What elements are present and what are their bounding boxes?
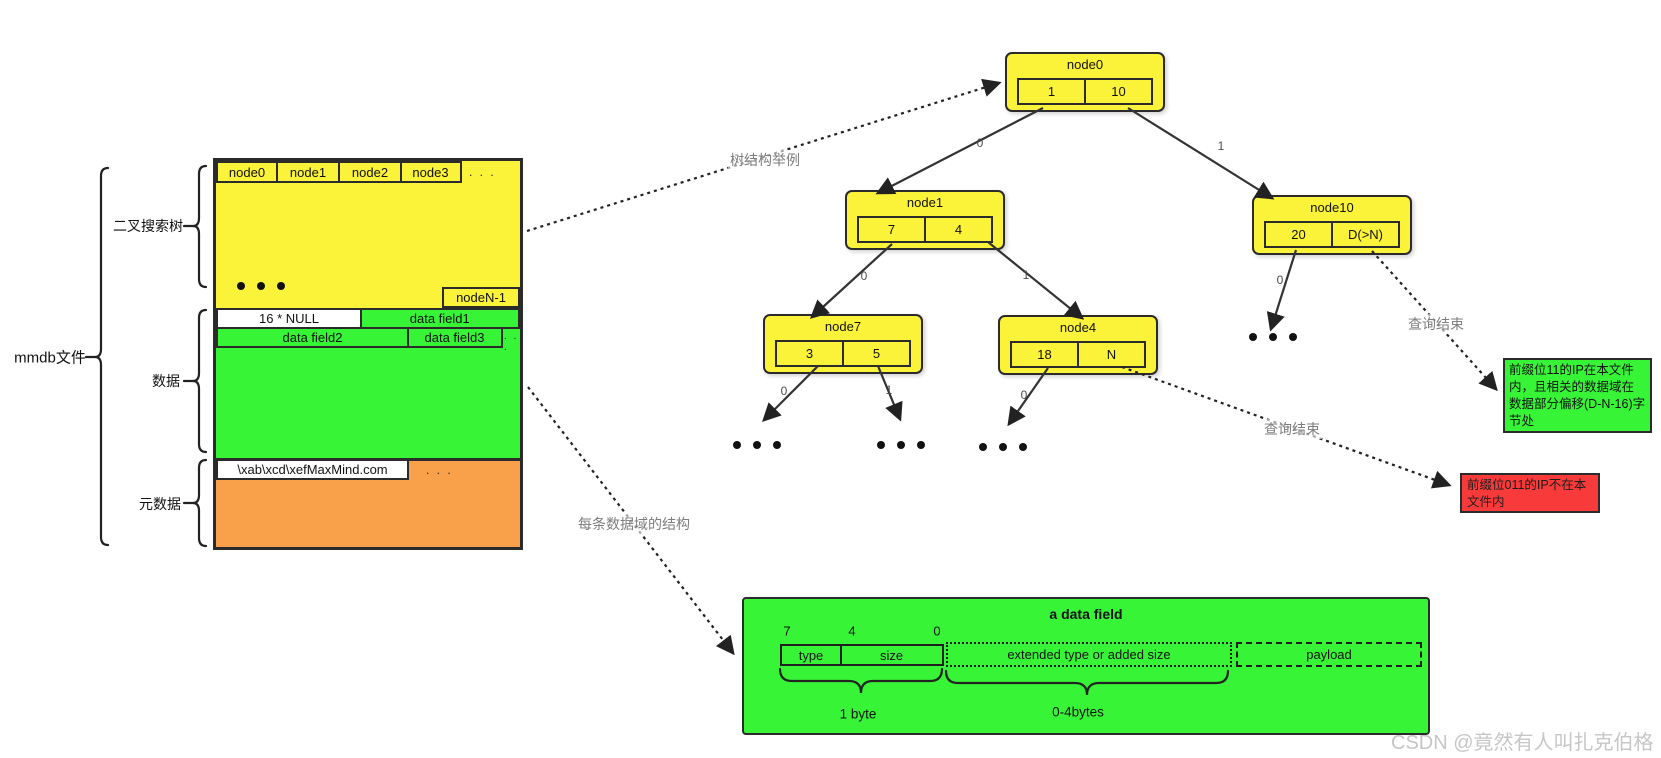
tree-node-node4: node4 18 N	[998, 315, 1158, 375]
data-field-structure: a data field 7 4 0 type size extended ty…	[742, 597, 1430, 735]
ellipsis-dots-icon	[237, 282, 285, 290]
brace-mmdb-file	[94, 166, 110, 547]
data-field2-cell: data field2	[216, 326, 409, 348]
edge-label-1: 1	[1217, 139, 1225, 153]
edge-label-0: 0	[1276, 273, 1284, 287]
size-cell: size	[839, 644, 944, 666]
node-left-value: 3	[805, 346, 814, 361]
metadata-ellipsis: . . .	[426, 463, 453, 477]
result-found-box: 前缀位11的IP在本文件内，且相关的数据域在数据部分偏移(D-N-16)字节处	[1503, 358, 1652, 433]
edge-label-1: 1	[885, 383, 893, 397]
node-cell: node1	[275, 161, 341, 183]
label-field-structure: 每条数据域的结构	[576, 514, 692, 534]
node-left-value: 7	[887, 222, 896, 237]
section-label-data: 数据	[152, 373, 180, 389]
node-right-value: N	[1077, 343, 1144, 366]
brace-meta	[192, 458, 208, 548]
bit-label-7: 7	[783, 623, 791, 639]
bit-label-0: 0	[933, 623, 941, 639]
extended-size-cell: extended type or added size	[946, 642, 1232, 667]
node-right-value: 10	[1084, 80, 1151, 103]
edge-node0-node1	[875, 107, 1044, 195]
edge-node7-left-dots	[762, 365, 819, 422]
tree-node-node10: node10 20 D(>N)	[1252, 195, 1412, 255]
edge-node10-dots	[1266, 249, 1298, 332]
section-data: 16 * NULL data field1 data field2 data f…	[216, 308, 520, 458]
node-right-value: 4	[924, 218, 991, 241]
node-row-ellipsis: . . .	[469, 165, 496, 179]
payload-cell: payload	[1236, 642, 1422, 667]
tree-node-node7: node7 3 5	[763, 314, 923, 374]
node-right-value: 5	[842, 342, 909, 365]
label-query-end-1: 查询结束	[1406, 314, 1466, 334]
edge-node1-node7	[809, 243, 893, 319]
node-title: node10	[1310, 200, 1354, 215]
tree-node-node0: node0 1 10	[1005, 52, 1165, 112]
edge-node0-node10	[1127, 107, 1275, 200]
edge-node1-node4	[987, 241, 1085, 320]
node-title: node7	[824, 319, 862, 334]
data-field3-cell: data field3	[406, 326, 503, 348]
node-cell: node0	[216, 161, 278, 183]
label-query-end-2: 查询结束	[1262, 419, 1322, 439]
brace-data	[192, 308, 208, 454]
node-cells: 20 D(>N)	[1264, 221, 1400, 248]
ellipsis-dots-icon	[979, 443, 1027, 451]
csdn-watermark: CSDN @竟然有人叫扎克伯格	[1391, 732, 1654, 754]
node-title: node0	[1066, 57, 1104, 72]
node-cells: 1 10	[1017, 78, 1153, 105]
section-metadata: \xab\xcd\xefMaxMind.com . . .	[216, 458, 520, 547]
edge-label-0: 0	[860, 269, 868, 283]
node-left-value: 1	[1047, 84, 1056, 99]
edge-node4-dots	[1007, 367, 1049, 427]
node-last-cell: nodeN-1	[442, 287, 520, 308]
bit-label-4: 4	[848, 623, 856, 639]
section-label-meta: 元数据	[139, 496, 181, 512]
section-binary-search-tree: node0 node1 node2 node3 . . . nodeN-1	[216, 161, 520, 308]
ellipsis-dots-icon	[1249, 333, 1297, 341]
node-right-value: D(>N)	[1331, 223, 1398, 246]
edge-label-0: 0	[780, 384, 788, 398]
node-cells: 3 5	[775, 340, 911, 367]
mmdb-file-label: mmdb文件	[14, 349, 86, 367]
node-left-value: 18	[1037, 347, 1052, 362]
span-label-0-4bytes: 0-4bytes	[1052, 704, 1104, 720]
data-field-title: a data field	[1049, 606, 1123, 622]
node-cells: 18 N	[1010, 341, 1146, 368]
node-left-value: 20	[1291, 227, 1306, 242]
data-row-ellipsis: . . .	[504, 331, 519, 353]
node-cell-row: node0 node1 node2 node3	[216, 161, 462, 183]
ellipsis-dots-icon	[877, 441, 925, 449]
ellipsis-dots-icon	[733, 441, 781, 449]
data-field1-cell: data field1	[359, 308, 520, 329]
brace-binary-tree	[192, 164, 208, 289]
result-not-found-box: 前缀位011的IP不在本文件内	[1460, 473, 1600, 513]
tree-node-node1: node1 7 4	[845, 190, 1005, 250]
node-title: node4	[1059, 320, 1097, 335]
node-title: node1	[906, 195, 944, 210]
mmdb-file-structure: node0 node1 node2 node3 . . . nodeN-1 16…	[213, 158, 523, 550]
type-cell: type	[780, 644, 842, 666]
edge-label-1: 1	[1022, 268, 1030, 282]
node-cell: node2	[338, 161, 402, 183]
node-cells: 7 4	[857, 216, 993, 243]
edge-label-0: 0	[976, 136, 984, 150]
metadata-marker-cell: \xab\xcd\xefMaxMind.com	[216, 459, 409, 480]
label-tree-example: 树结构举例	[728, 150, 802, 170]
section-label-binary-tree: 二叉搜索树	[113, 218, 183, 234]
edge-label-0: 0	[1020, 388, 1028, 402]
node-cell: node3	[399, 161, 462, 183]
span-label-1byte: 1 byte	[839, 706, 877, 722]
